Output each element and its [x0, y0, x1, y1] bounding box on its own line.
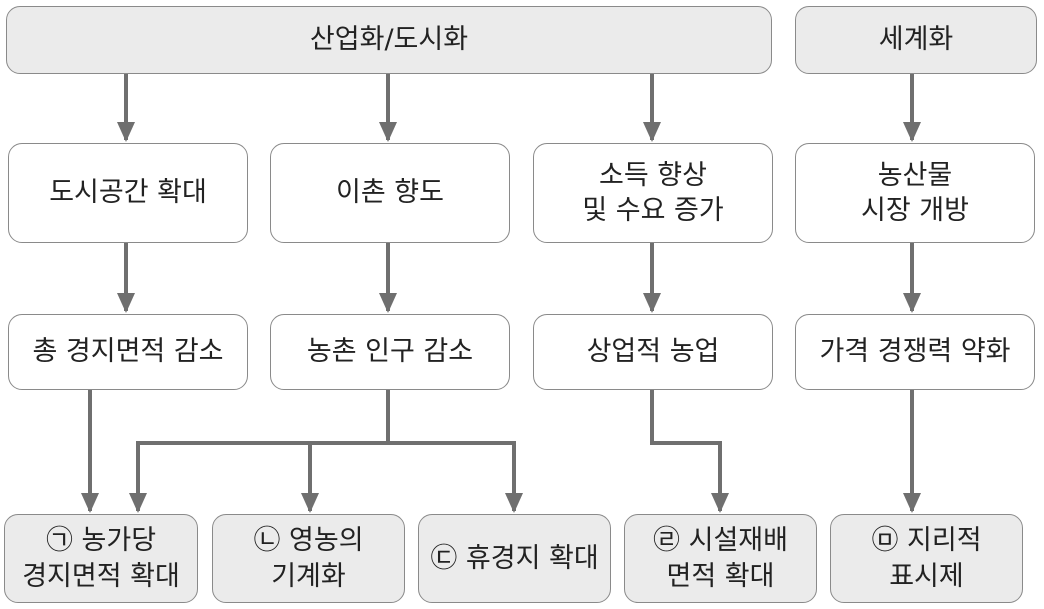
urban-expansion-label: 도시공간 확대 [49, 177, 207, 209]
rural-population-decrease-label: 농촌 인구 감소 [306, 336, 474, 368]
farmland-decrease-box: 총 경지면적 감소 [8, 314, 248, 390]
arrow-commercial-agriculture-to-result-d [650, 390, 729, 513]
market-opening-label: 농산물 시장 개방 [861, 159, 969, 226]
urban-expansion-box: 도시공간 확대 [8, 143, 248, 243]
market-opening-box: 농산물 시장 개방 [795, 143, 1035, 243]
result-a-label: ㉠ 농가당 경지면적 확대 [22, 525, 180, 592]
globalization-box: 세계화 [795, 6, 1037, 74]
result-c-label: ㉢ 휴경지 확대 [430, 542, 599, 574]
result-e-label: ㉤ 지리적 표시제 [871, 525, 982, 592]
result-b-label: ㉡ 영농의 기계화 [253, 525, 364, 592]
price-competitiveness-box: 가격 경쟁력 약화 [795, 314, 1035, 390]
rural-exodus-label: 이촌 향도 [336, 177, 444, 209]
farmland-decrease-label: 총 경지면적 감소 [32, 336, 224, 368]
rural-exodus-box: 이촌 향도 [270, 143, 510, 243]
commercial-agriculture-box: 상업적 농업 [533, 314, 773, 390]
globalization-label: 세계화 [878, 24, 954, 56]
income-demand-label: 소득 향상 및 수요 증가 [582, 159, 724, 226]
result-d-box: ㉣ 시설재배 면적 확대 [624, 514, 817, 603]
branch-population-decrease [129, 390, 390, 513]
result-a-box: ㉠ 농가당 경지면적 확대 [4, 514, 198, 603]
rural-population-decrease-box: 농촌 인구 감소 [270, 314, 510, 390]
result-c-box: ㉢ 휴경지 확대 [418, 514, 611, 603]
result-b-box: ㉡ 영농의 기계화 [212, 514, 405, 603]
price-competitiveness-label: 가격 경쟁력 약화 [819, 336, 1011, 368]
industrialization-box: 산업화/도시화 [6, 6, 772, 74]
industrialization-label: 산업화/도시화 [309, 24, 469, 56]
result-d-label: ㉣ 시설재배 면적 확대 [653, 525, 788, 592]
commercial-agriculture-label: 상업적 농업 [586, 336, 720, 368]
result-e-box: ㉤ 지리적 표시제 [830, 514, 1023, 603]
arrow-population-decrease-to-result-c [388, 441, 523, 513]
income-demand-box: 소득 향상 및 수요 증가 [533, 143, 773, 243]
